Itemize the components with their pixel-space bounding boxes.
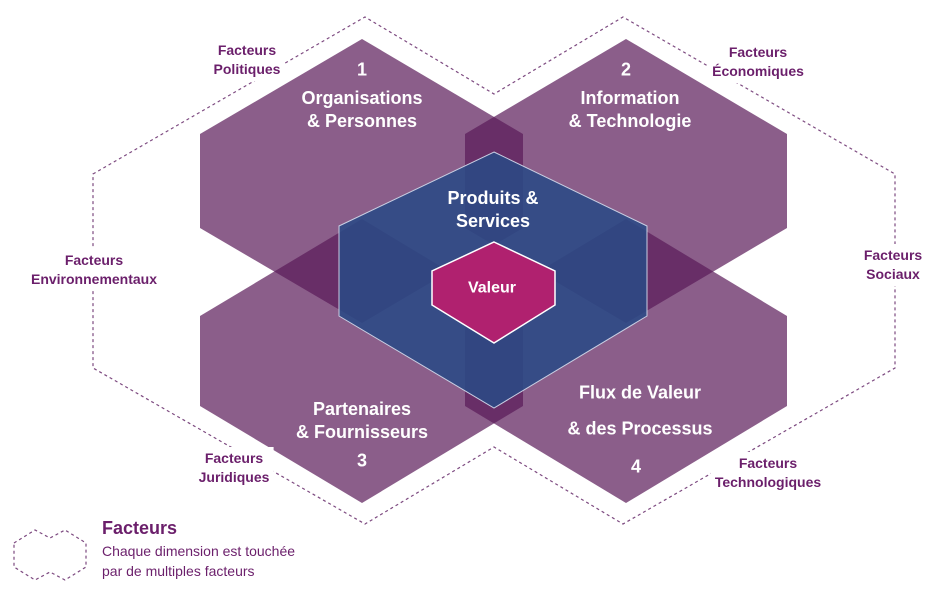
- factors-outline: [92, 16, 896, 525]
- dimension-4-number: 4: [630, 456, 642, 477]
- dimension-3-number: 3: [356, 450, 368, 471]
- dimension-3-label: Partenaires& Fournisseurs: [295, 399, 429, 442]
- center-label: Produits &Services: [447, 188, 539, 231]
- legend-title: Facteurs: [102, 518, 178, 538]
- dimension-4-label-line2: & des Processus: [567, 418, 713, 439]
- dimension-2-number: 2: [620, 59, 632, 80]
- hex-valeur: [431, 241, 556, 344]
- dimension-4-label-line1: Flux de Valeur: [578, 382, 702, 403]
- dimension-1-label: Organisations& Personnes: [301, 88, 423, 131]
- core-label: Valeur: [467, 279, 517, 297]
- dimension-2-label: Information& Technologie: [568, 88, 692, 131]
- legend-hex-icon: [13, 529, 87, 581]
- dimension-1-number: 1: [356, 59, 368, 80]
